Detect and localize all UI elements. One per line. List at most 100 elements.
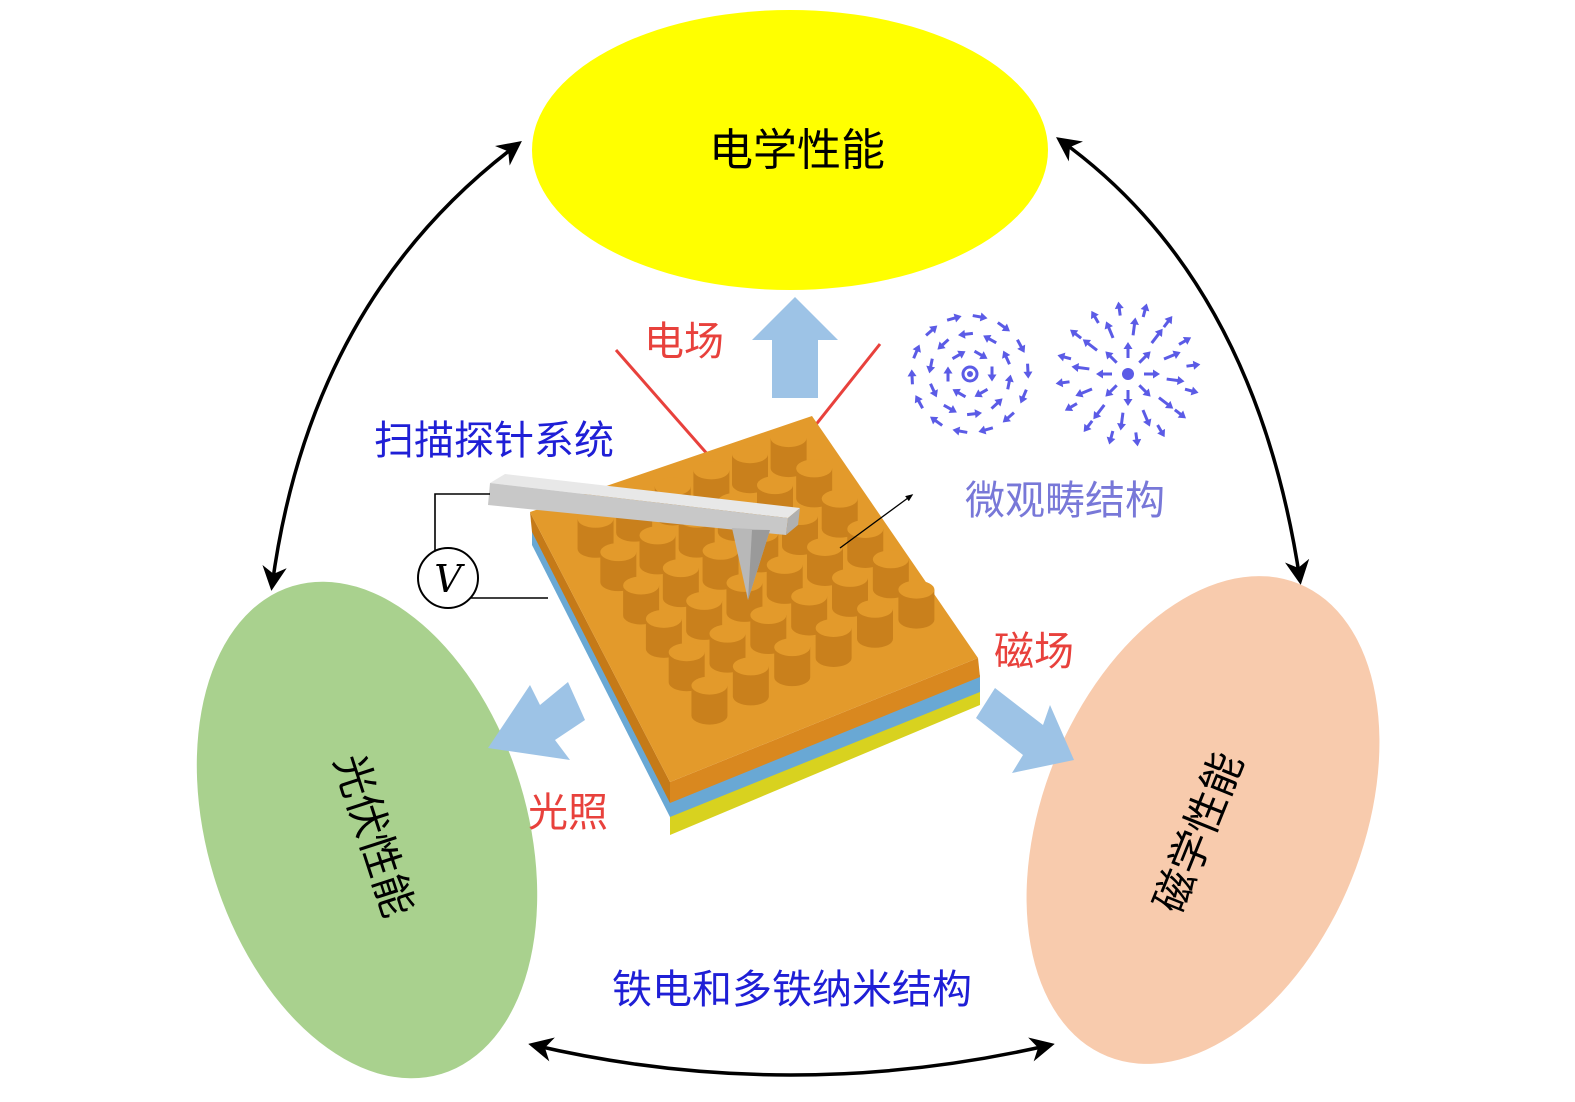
domain-arrow (973, 349, 988, 360)
cantilever-front (488, 483, 788, 535)
domain-arrow (983, 335, 997, 345)
domain-arrow (930, 416, 944, 427)
nano-pillar (774, 638, 811, 687)
radial-domain-icon (1055, 301, 1201, 447)
right-flow-arrow (976, 688, 1074, 773)
domain-arrow (1075, 387, 1093, 398)
arrow-electrical-magnetic (1056, 137, 1310, 585)
domain-arrow (1057, 352, 1072, 362)
domain-arrow (966, 409, 983, 419)
domain-arrow (1096, 369, 1112, 379)
domain-arrow (1004, 374, 1014, 390)
cantilever-end (786, 508, 800, 535)
domain-arrow (1163, 350, 1181, 361)
domain-arrow (1064, 402, 1078, 411)
electrical-property-ellipse (532, 10, 1048, 290)
domain-arrow (1162, 316, 1173, 329)
domain-arrow (1091, 310, 1100, 324)
domain-arrow (929, 383, 938, 398)
voltmeter-circle (417, 547, 479, 609)
domain-arrow (1150, 328, 1163, 344)
cantilever-top (490, 474, 800, 518)
domain-arrow (1184, 386, 1199, 396)
domain-arrow (1016, 339, 1026, 353)
domain-arrow (925, 325, 938, 337)
domain-arrow (1093, 404, 1106, 420)
domain-arrow (1114, 301, 1124, 316)
domain-arrow (1138, 351, 1151, 364)
domain-arrow (1104, 321, 1115, 339)
domain-arrow (1019, 389, 1028, 404)
domain-arrow (987, 366, 997, 382)
domain-arrow (990, 398, 1003, 410)
nano-pillar (732, 657, 769, 706)
domain-arrow (1105, 384, 1118, 397)
domain-arrow (946, 313, 962, 323)
domain-arrow (1166, 376, 1185, 385)
domain-arrow (1002, 411, 1015, 423)
nano-pillar (857, 599, 893, 648)
magnetic-property-ellipse (1026, 576, 1380, 1064)
nano-pillar (815, 618, 852, 667)
domain-arrow (951, 350, 966, 360)
domain-arrow (914, 395, 924, 409)
domain-arrow (1144, 369, 1160, 379)
domain-arrow (1117, 412, 1126, 431)
nano-pillar (691, 676, 728, 725)
voltmeter-label: V (434, 557, 465, 601)
domain-arrow (937, 338, 950, 350)
domain-arrow (1132, 432, 1142, 447)
domain-arrow (1138, 384, 1151, 397)
domain-arrow (1186, 360, 1201, 370)
domain-arrow (1071, 363, 1090, 372)
magnetic-field-label: 磁场 (994, 629, 1074, 675)
electric-field-label: 电场 (644, 319, 724, 365)
illumination-label: 光照 (528, 790, 608, 836)
vortex-domain-icon (907, 312, 1033, 436)
arrow-photovoltaic-magnetic (528, 1037, 1055, 1077)
domain-arrow (912, 344, 921, 359)
domain-arrow (943, 403, 957, 413)
domain-arrow (1173, 408, 1186, 419)
domain-arrow (1023, 363, 1033, 379)
domain-pointer-arrow (839, 494, 914, 549)
electrical-property-label: 电学性能 (709, 125, 885, 176)
domain-arrow (1106, 430, 1116, 445)
domain-arrow (1140, 303, 1150, 318)
left-flow-arrow (488, 682, 585, 760)
domain-arrow (952, 388, 967, 399)
domain-arrow (907, 369, 917, 385)
up-flow-arrow (752, 297, 838, 398)
film-orange-left (530, 512, 670, 803)
domain-arrow (1002, 350, 1011, 365)
domain-arrow (957, 329, 974, 339)
domain-arrow (1082, 339, 1098, 352)
domain-arrow (1178, 337, 1192, 346)
domain-arrow (1055, 378, 1070, 388)
domain-arrow (943, 366, 953, 382)
domain-arrow (972, 312, 988, 322)
domain-arrow (1123, 342, 1133, 358)
domain-arrow (974, 388, 989, 398)
domain-structure-label: 微观畴结构 (965, 478, 1165, 524)
domain-arrow (1141, 409, 1152, 427)
domain-arrow (1123, 390, 1133, 406)
domain-arrow (1083, 419, 1094, 432)
nano-pillar (898, 580, 935, 629)
photovoltaic-property-ellipse (196, 581, 538, 1079)
arrow-electrical-photovoltaic (262, 141, 522, 591)
spm-system-label: 扫描探针系统 (374, 418, 614, 464)
substrate-blue-side (670, 675, 980, 817)
center-title-label: 铁电和多铁纳米结构 (612, 967, 972, 1013)
domain-arrow (1130, 317, 1139, 336)
domain-arrow (978, 425, 994, 435)
circuit-wire-top (434, 493, 490, 560)
domain-arrow (1070, 329, 1083, 340)
film-orange-front (670, 658, 980, 803)
domain-arrow (952, 426, 968, 436)
domain-arrow (1105, 351, 1118, 364)
domain-arrow (996, 321, 1010, 332)
domain-arrow (926, 358, 936, 374)
